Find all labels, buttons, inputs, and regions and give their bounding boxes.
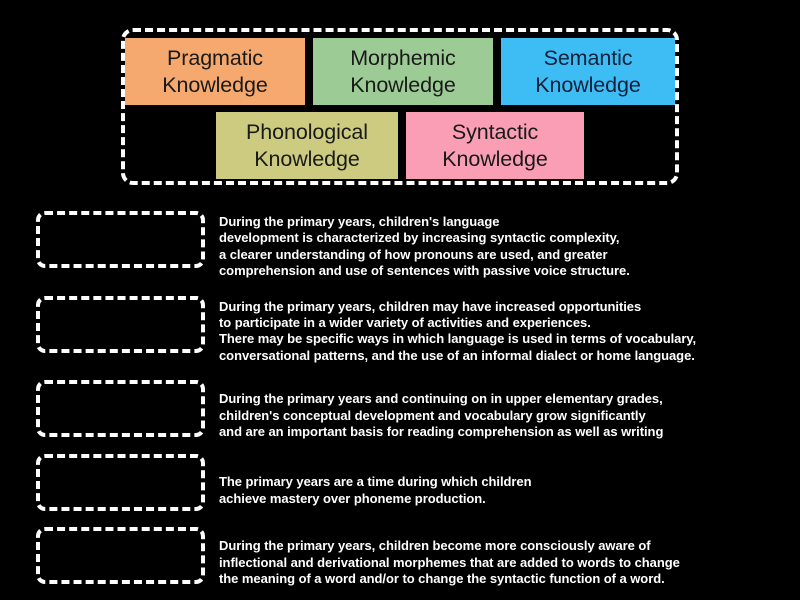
answer-row-1: During the primary years, children's lan…	[0, 211, 800, 280]
tile-morphemic-knowledge[interactable]: Morphemic Knowledge	[312, 38, 493, 105]
tile-semantic-knowledge[interactable]: Semantic Knowledge	[500, 38, 676, 105]
dropzone-5[interactable]	[36, 527, 205, 585]
tile-label-line-2: Knowledge	[254, 146, 360, 171]
tile-label-line-1: Pragmatic	[167, 46, 263, 71]
answer-text-5: During the primary years, children becom…	[219, 538, 680, 587]
answer-list: During the primary years, children's lan…	[0, 196, 800, 588]
answer-row-2: During the primary years, children may h…	[0, 295, 800, 365]
tile-label-line-2: Knowledge	[350, 72, 456, 97]
tile-label-line-1: Semantic	[543, 46, 633, 71]
answer-text-4: The primary years are a time during whic…	[219, 474, 532, 506]
tile-syntactic-knowledge[interactable]: Syntactic Knowledge	[406, 112, 584, 179]
answer-row-3: During the primary years and continuing …	[0, 380, 800, 440]
tile-label-line-1: Syntactic	[451, 120, 539, 145]
tile-label-line-2: Knowledge	[442, 146, 548, 171]
tile-label-line-2: Knowledge	[162, 72, 268, 97]
dropzone-4[interactable]	[36, 454, 205, 512]
tile-label-line-2: Knowledge	[535, 72, 641, 97]
dropzone-2[interactable]	[36, 295, 205, 353]
answer-text-2: During the primary years, children may h…	[219, 298, 697, 363]
tile-label-line-1: Morphemic	[350, 46, 456, 71]
answer-row-5: During the primary years, children becom…	[0, 527, 800, 587]
answer-row-4: The primary years are a time during whic…	[0, 454, 800, 512]
tile-bank-row-2: Phonological Knowledge Syntactic Knowled…	[125, 112, 675, 179]
tile-bank: Pragmatic Knowledge Morphemic Knowledge …	[121, 28, 679, 185]
tile-bank-row-1: Pragmatic Knowledge Morphemic Knowledge …	[125, 38, 676, 105]
dropzone-3[interactable]	[36, 380, 205, 438]
tile-label-line-1: Phonological	[246, 120, 368, 145]
answer-text-3: During the primary years and continuing …	[219, 391, 664, 440]
tile-phonological-knowledge[interactable]: Phonological Knowledge	[216, 112, 398, 179]
dropzone-1[interactable]	[36, 211, 205, 268]
answer-text-1: During the primary years, children's lan…	[219, 214, 630, 279]
tile-pragmatic-knowledge[interactable]: Pragmatic Knowledge	[125, 38, 305, 105]
